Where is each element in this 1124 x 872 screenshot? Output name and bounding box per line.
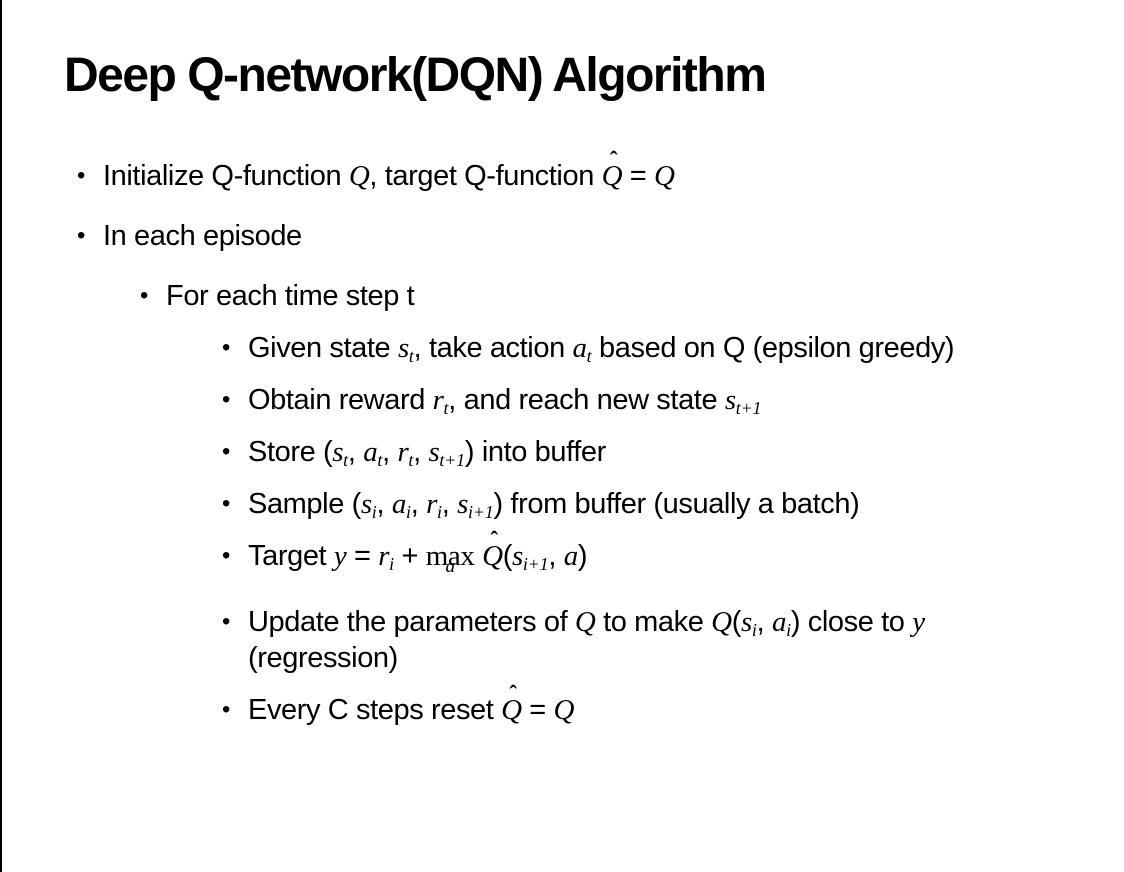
slide-title: Deep Q-network(DQN) Algorithm: [64, 49, 767, 102]
bullet-marker: •: [222, 696, 230, 723]
bullet-item: • For each time step t: [2, 278, 1084, 314]
bullet-marker: •: [222, 334, 230, 361]
bullet-text: In each episode: [103, 220, 302, 252]
bullet-item: • Initialize Q-function Q, target Q-funct…: [2, 146, 1084, 194]
bullet-marker: •: [222, 490, 230, 517]
bullet-text: Sample (si, ai, ri, si+1) from buffer (u…: [248, 488, 860, 523]
bullet-item: • Store (st, at, rt, st+1) into buffer: [2, 434, 1084, 470]
bullet-item: • Obtain reward rt, and reach new state s…: [2, 382, 1084, 418]
bullet-text: Given state st, take action at based on …: [248, 332, 955, 367]
bullet-text: Obtain reward rt, and reach new state st…: [248, 384, 762, 419]
bullet-item: • Update the parameters of Q to make Q(si…: [2, 604, 1084, 676]
bullet-marker: •: [222, 542, 230, 569]
bullet-item: • Sample (si, ai, ri, si+1) from buffer (…: [2, 486, 1084, 522]
bullet-marker: •: [222, 386, 230, 413]
bullet-marker: •: [77, 222, 85, 249]
bullet-text: Initialize Q-function Q, target Q-functi…: [103, 146, 675, 192]
bullet-text: Update the parameters of Q to make Q(si,…: [248, 606, 925, 674]
bullet-marker: •: [140, 282, 148, 309]
bullet-marker: •: [222, 608, 230, 635]
bullet-marker: •: [222, 438, 230, 465]
bullet-item: • In each episode: [2, 218, 1084, 254]
bullet-text: Store (st, at, rt, st+1) into buffer: [248, 436, 606, 471]
bullet-marker: •: [77, 162, 85, 189]
bullet-text: For each time step t: [166, 280, 415, 312]
bullet-list: • Initialize Q-function Q, target Q-funct…: [2, 146, 1124, 728]
bullet-item: • Given state st, take action at based on…: [2, 330, 1084, 366]
